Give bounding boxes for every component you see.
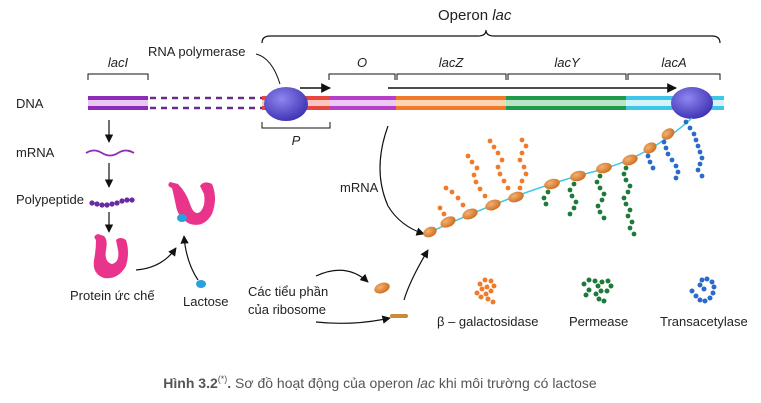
- laci-brace: [87, 73, 149, 80]
- rna-polymerase-start: [264, 87, 308, 121]
- lacz-brace: [396, 73, 507, 80]
- mrna-left-label: mRNA: [16, 145, 55, 160]
- transacetylase-label: Transacetylase: [660, 314, 748, 329]
- lacz-label: lacZ: [439, 55, 465, 70]
- lacy-label: lacY: [554, 55, 581, 70]
- rna-polymerase-pointer: [255, 53, 281, 85]
- permease-folded-icon: [581, 277, 614, 304]
- arrow-lactose-to-complex: [180, 235, 199, 281]
- lactose-label: Lactose: [183, 294, 229, 309]
- laci-label: lacI: [108, 55, 129, 70]
- mrna-center-label: mRNA: [340, 180, 379, 195]
- operator-brace: [328, 73, 396, 80]
- ribosome-subunits-label-1: Các tiểu phần: [248, 284, 328, 299]
- galactosidase-folded-icon: [474, 277, 497, 305]
- permease-label: Permease: [569, 314, 628, 329]
- ribosome-subunits-label-2: của ribosome: [248, 302, 326, 317]
- laca-label: lacA: [661, 55, 686, 70]
- arrow-to-small-subunit: [315, 315, 391, 324]
- large-ribosome-subunit: [374, 282, 390, 294]
- ribosome-group: [423, 128, 675, 238]
- lactose-free: [196, 280, 206, 288]
- repressor-lactose-complex: [168, 182, 215, 225]
- dna-label: DNA: [16, 96, 44, 111]
- laci-mrna: [85, 149, 135, 157]
- galactosidase-label: β – galactosidase: [437, 314, 538, 329]
- repressor-protein: [93, 234, 128, 279]
- galactosidase-chains: [437, 137, 529, 217]
- transacetylase-chains: [645, 119, 705, 181]
- arrow-subunits-to-mrna: [403, 249, 429, 301]
- repressor-label: Protein ức chế: [70, 288, 155, 303]
- promoter-brace: [261, 122, 331, 129]
- operator-label: O: [357, 55, 367, 70]
- figure-caption: Hình 3.2(*). Sơ đồ hoạt động của operon …: [163, 374, 597, 391]
- lactose-bound: [177, 214, 187, 222]
- permease-chains: [541, 165, 637, 237]
- rna-polymerase-label: RNA polymerase: [148, 44, 246, 59]
- operon-title: Operon lac: [438, 7, 512, 24]
- operon-brace: [261, 29, 721, 44]
- arrow-repressor-to-complex: [135, 247, 177, 271]
- transacetylase-folded-icon: [689, 276, 717, 304]
- arrow-to-large-subunit: [315, 269, 369, 283]
- dna-strand: [88, 96, 724, 110]
- rna-polymerase-end: [671, 87, 713, 119]
- small-ribosome-subunit: [390, 314, 408, 318]
- arrow-dna-to-translation: [379, 125, 425, 236]
- lacy-brace: [507, 73, 627, 80]
- polypeptide-label: Polypeptide: [16, 192, 84, 207]
- promoter-label: P: [292, 133, 301, 148]
- polypeptide-chain: [89, 197, 135, 208]
- laca-brace: [627, 73, 721, 80]
